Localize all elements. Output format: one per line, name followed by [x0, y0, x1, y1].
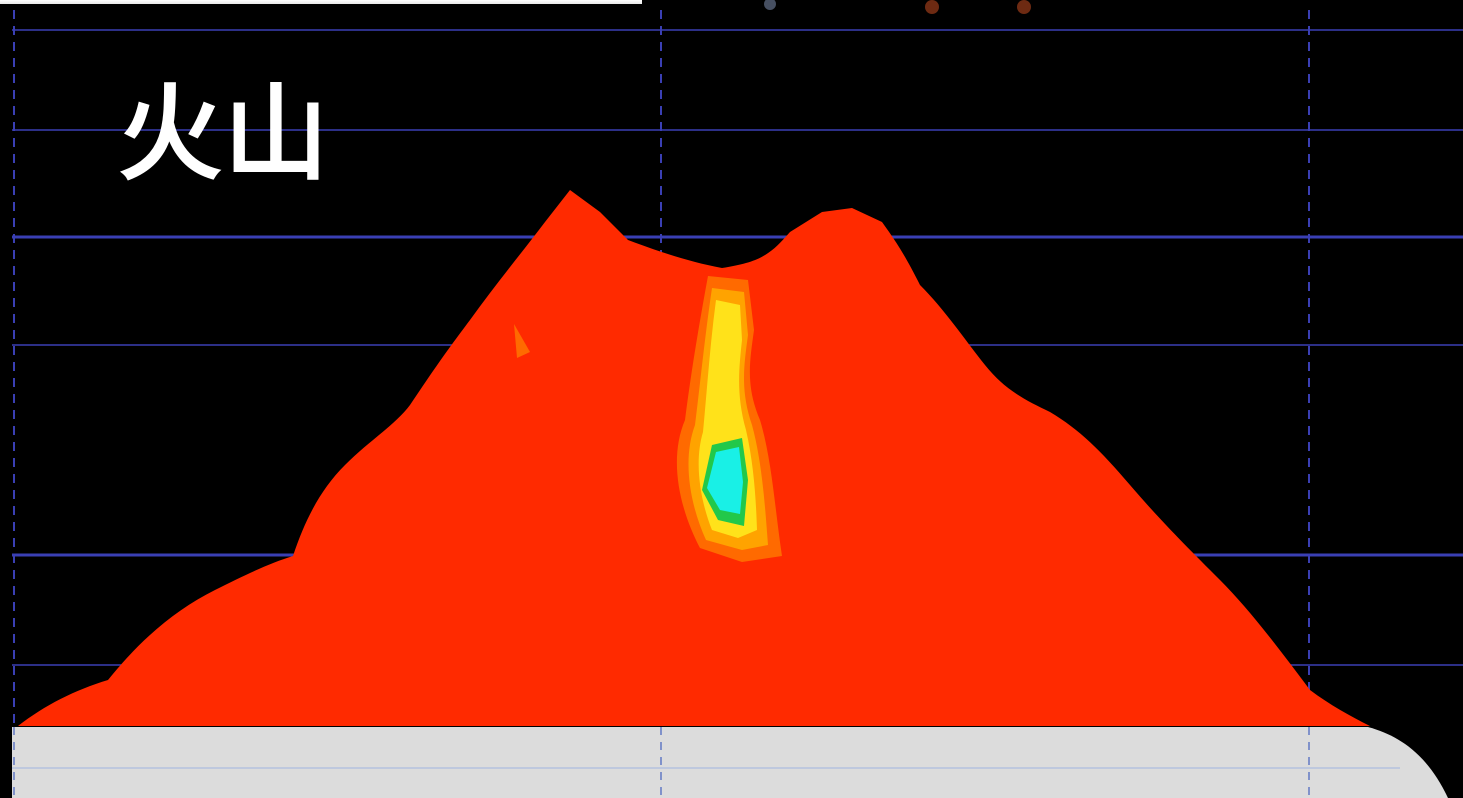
- top-glow-blue: [764, 0, 776, 10]
- top-strip: [0, 0, 642, 4]
- ground-gridlines: [12, 727, 1400, 798]
- small-hot-mark: [514, 324, 530, 358]
- top-glow-orange-2: [1017, 0, 1031, 14]
- chart-title: 火山: [118, 73, 331, 195]
- ground-band: [12, 727, 1448, 798]
- top-glow-orange-1: [925, 0, 939, 14]
- magma-core: [707, 447, 743, 514]
- magma-conduit: [514, 276, 782, 562]
